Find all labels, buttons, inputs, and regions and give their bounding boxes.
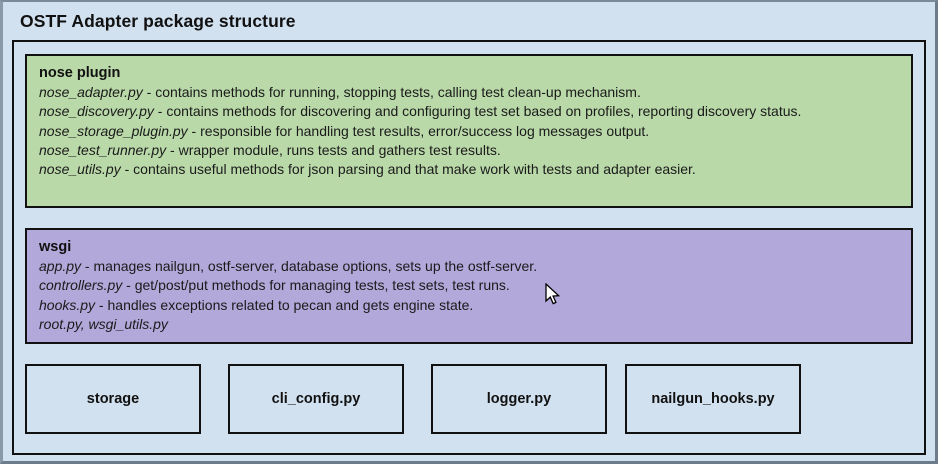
leaf-box-storage[interactable]: storage bbox=[25, 364, 201, 434]
module-description: contains methods for discovering and con… bbox=[166, 103, 802, 120]
module-separator: - bbox=[81, 258, 94, 274]
module-description: responsible for handling test results, e… bbox=[200, 122, 650, 139]
module-description: contains useful methods for json parsing… bbox=[133, 161, 696, 178]
module-description: handles exceptions related to pecan and … bbox=[107, 296, 474, 313]
module-description: manages nailgun, ostf-server, database o… bbox=[93, 258, 538, 274]
module-separator: - bbox=[95, 296, 108, 313]
leaf-label: logger.py bbox=[486, 391, 552, 407]
module-name: controllers.py bbox=[39, 277, 123, 294]
module-separator: - bbox=[122, 277, 135, 294]
module-description: get/post/put methods for managing tests,… bbox=[134, 277, 510, 294]
leaf-label: cli_config.py bbox=[271, 391, 361, 407]
module-separator: - bbox=[142, 84, 156, 100]
module-entry: nose_storage_plugin.py - responsible for… bbox=[39, 122, 899, 141]
module-entry: app.py - manages nailgun, ostf-server, d… bbox=[39, 257, 899, 276]
module-separator: - bbox=[166, 141, 179, 158]
leaf-module-row: storage cli_config.py logger.py nailgun_… bbox=[25, 364, 913, 434]
leaf-label: nailgun_hooks.py bbox=[651, 391, 775, 407]
module-name: app.py bbox=[39, 258, 82, 274]
module-entry: hooks.py - handles exceptions related to… bbox=[39, 296, 899, 315]
module-entry: nose_discovery.py - contains methods for… bbox=[39, 102, 899, 121]
package-structure-container: nose plugin nose_adapter.py - contains m… bbox=[12, 40, 926, 455]
module-separator: - bbox=[120, 161, 134, 178]
module-name: hooks.py bbox=[39, 296, 96, 313]
module-name: nose_adapter.py bbox=[39, 84, 143, 100]
module-separator: - bbox=[187, 122, 201, 139]
module-name: nose_test_runner.py bbox=[39, 141, 167, 158]
leaf-box-nailgun-hooks[interactable]: nailgun_hooks.py bbox=[625, 364, 801, 434]
module-name: root.py, wsgi_utils.py bbox=[39, 315, 168, 332]
module-name: nose_storage_plugin.py bbox=[39, 122, 188, 139]
group-box-nose-plugin[interactable]: nose plugin nose_adapter.py - contains m… bbox=[25, 54, 913, 208]
leaf-label: storage bbox=[86, 391, 140, 407]
module-separator: - bbox=[153, 103, 167, 120]
module-description: contains methods for running, stopping t… bbox=[155, 84, 641, 100]
module-description: wrapper module, runs tests and gathers t… bbox=[178, 141, 501, 158]
leaf-box-cli-config[interactable]: cli_config.py bbox=[228, 364, 404, 434]
module-name: nose_utils.py bbox=[39, 161, 121, 178]
module-entry: nose_test_runner.py - wrapper module, ru… bbox=[39, 141, 899, 160]
module-name: nose_discovery.py bbox=[39, 103, 154, 120]
module-entry: controllers.py - get/post/put methods fo… bbox=[39, 276, 899, 295]
group-title-nose-plugin: nose plugin bbox=[39, 65, 121, 81]
leaf-box-logger[interactable]: logger.py bbox=[431, 364, 607, 434]
group-box-wsgi[interactable]: wsgi app.py - manages nailgun, ostf-serv… bbox=[25, 228, 913, 344]
module-entry: nose_utils.py - contains useful methods … bbox=[39, 160, 899, 179]
page-title: OSTF Adapter package structure bbox=[20, 11, 296, 31]
module-entry: nose_adapter.py - contains methods for r… bbox=[39, 83, 899, 102]
module-entry: root.py, wsgi_utils.py bbox=[39, 315, 899, 334]
group-title-wsgi: wsgi bbox=[39, 239, 72, 255]
